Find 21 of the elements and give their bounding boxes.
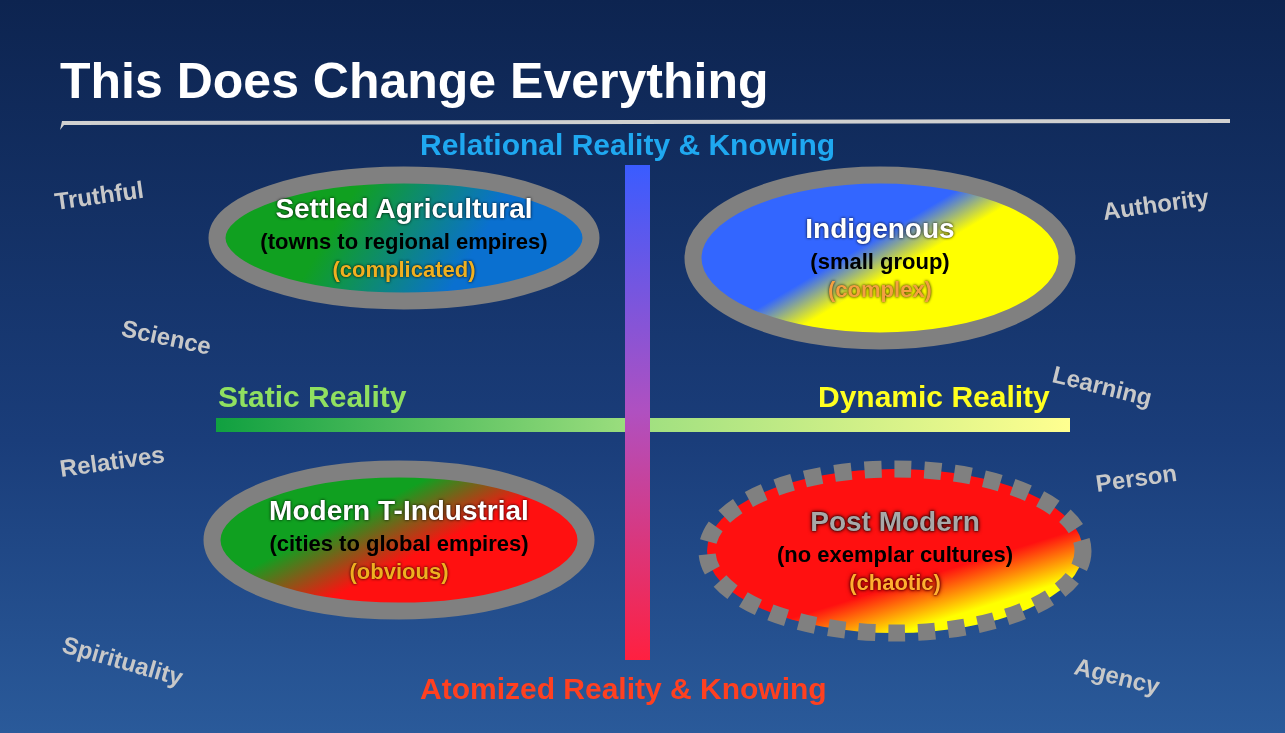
- node-subtitle: (no exemplar cultures): [777, 540, 1013, 569]
- node-heading: Post Modern: [810, 505, 980, 540]
- axis-label: Atomized Reality & Knowing: [420, 672, 827, 706]
- node-heading: Settled Agricultural: [275, 192, 533, 227]
- node-subtitle: (small group): [810, 247, 950, 276]
- axis-label: Dynamic Reality: [818, 380, 1050, 414]
- side-word: Authority: [1101, 183, 1211, 226]
- axis-label: Static Reality: [218, 380, 407, 414]
- side-word: Relatives: [58, 440, 167, 483]
- side-word: Truthful: [53, 175, 146, 216]
- node-subtitle: (obvious): [349, 558, 449, 587]
- side-word: Person: [1094, 458, 1179, 498]
- node-subtitle: (cities to global empires): [269, 529, 529, 558]
- node-heading: Modern T-Industrial: [269, 494, 529, 529]
- node-subtitle: (chaotic): [849, 569, 941, 598]
- node-subtitle: (complicated): [332, 256, 476, 285]
- node-subtitle: (towns to regional empires): [260, 227, 548, 256]
- slide-title: This Does Change Everything: [60, 52, 769, 110]
- axis-label: Relational Reality & Knowing: [420, 128, 836, 162]
- side-word: Agency: [1071, 652, 1163, 701]
- side-word: Science: [119, 314, 214, 361]
